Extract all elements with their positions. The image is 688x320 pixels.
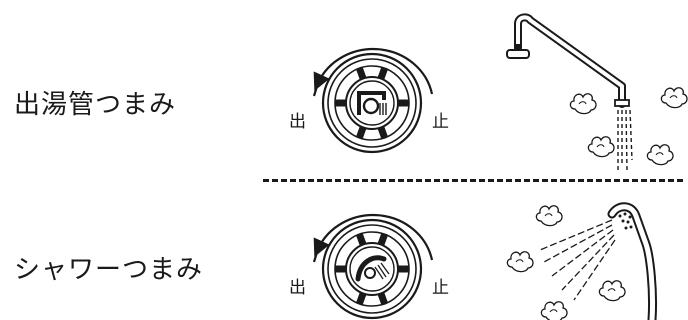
close-label: 止 <box>432 112 449 132</box>
spout-knob-label: 出湯管つまみ <box>14 90 177 120</box>
open-label: 出 <box>289 278 306 298</box>
open-label: 出 <box>289 112 306 132</box>
spout-knob[interactable] <box>321 52 423 154</box>
spout-icon <box>357 91 387 115</box>
rotate-counterclockwise-arrow <box>313 47 434 95</box>
row-divider <box>263 179 683 182</box>
close-label: 止 <box>432 278 449 298</box>
shower-knob[interactable] <box>321 218 423 320</box>
spout-illustration <box>506 13 688 171</box>
rotate-counterclockwise-arrow <box>313 213 434 261</box>
shower-head-illustration <box>506 202 658 320</box>
shower-knob-label: シャワーつまみ <box>14 255 204 285</box>
shower-icon <box>355 255 390 282</box>
